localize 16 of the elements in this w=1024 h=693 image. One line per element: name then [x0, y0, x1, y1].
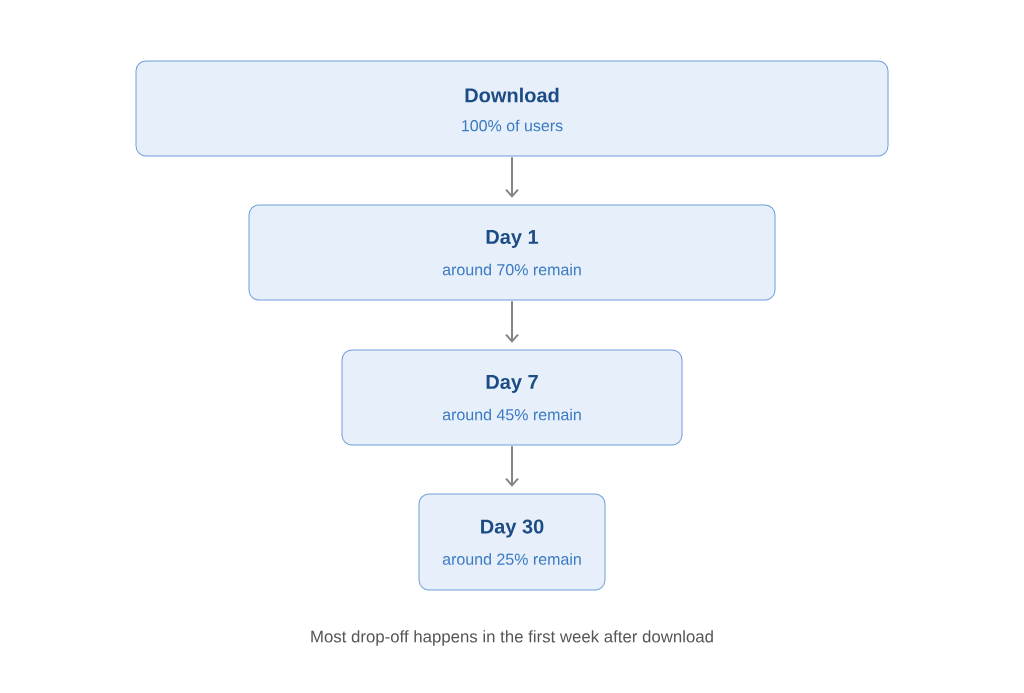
arrow	[505, 300, 519, 343]
process-box	[135, 60, 889, 157]
process-box	[418, 493, 606, 591]
step-title: Day 7	[486, 375, 538, 393]
process-box	[248, 204, 776, 301]
step-title: Day 30	[481, 519, 544, 538]
process-box	[341, 349, 683, 446]
arrow	[505, 445, 519, 487]
step-detail: around 25% remain	[442, 553, 581, 565]
step-title: Day 1	[486, 230, 539, 248]
step-detail: around 70% remain	[442, 263, 581, 276]
caption: Most drop-off happens in the first week after download	[311, 630, 713, 646]
step-detail: 100% of users	[462, 119, 563, 132]
arrow	[505, 156, 519, 198]
step-detail: around 45% remain	[442, 408, 581, 421]
step-title: Download	[465, 87, 559, 103]
